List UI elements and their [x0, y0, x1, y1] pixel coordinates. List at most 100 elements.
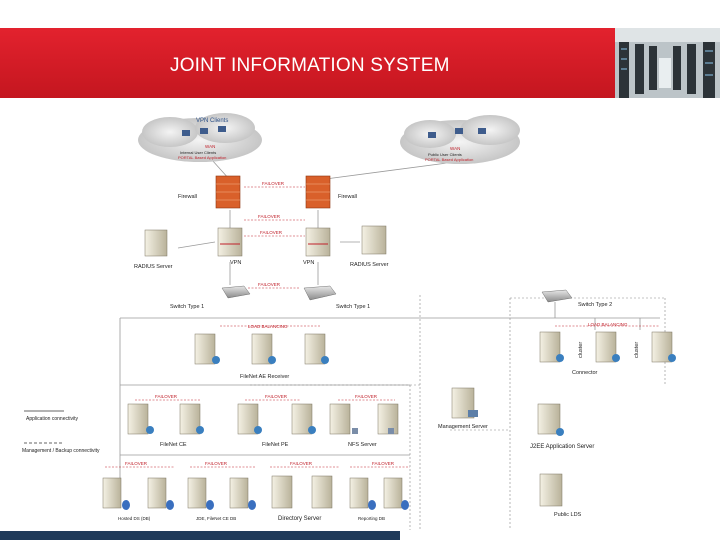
load-balancing-label: LOAD BALANCING — [588, 322, 628, 327]
laptop-icon — [200, 128, 208, 134]
database-icon — [122, 500, 130, 510]
cluster-label: cluster — [578, 342, 584, 358]
radius-server-right: RADIUS Server — [350, 225, 389, 268]
public-clients-cloud: WAN Public User Clients PORTAL Based App… — [400, 115, 520, 164]
laptop-icon — [428, 132, 436, 138]
cloud-line2: PORTAL Based Application — [425, 157, 473, 162]
failover-label: FAILOVER — [205, 461, 228, 466]
failover-label: FAILOVER — [372, 461, 395, 466]
directory-group: Directory Server — [271, 475, 333, 522]
switch-icon — [303, 285, 337, 301]
monitor-icon — [468, 410, 478, 417]
server-icon — [651, 331, 673, 363]
footer-bar — [0, 531, 400, 540]
database-icon — [401, 500, 409, 510]
radius-server-left: RADIUS Server — [134, 229, 173, 270]
page-title: JOINT INFORMATION SYSTEM — [170, 55, 450, 76]
jde-filenet-group: JDE, FileNet CE DB — [187, 477, 256, 521]
globe-icon — [212, 356, 220, 364]
globe-icon — [308, 426, 316, 434]
directory-label: Directory Server — [278, 516, 321, 522]
switch-icon — [221, 285, 251, 299]
failover-label: FAILOVER — [258, 282, 281, 287]
legend: Application connectivity Management / Ba… — [22, 410, 100, 454]
firewall-right: Firewall — [305, 175, 357, 209]
server-icon — [537, 403, 561, 435]
connector-cluster: cluster cluster Connector — [539, 331, 676, 376]
cloud-line1: Public User Clients — [428, 152, 462, 157]
globe-icon — [612, 354, 620, 362]
server-icon — [187, 477, 207, 509]
globe-icon — [196, 426, 204, 434]
j2ee-label: J2EE Application Server — [530, 444, 594, 450]
filenet-ce-group: FileNet CE — [127, 403, 204, 448]
nfs-group: NFS Server — [329, 403, 399, 448]
server-icon — [539, 331, 561, 363]
server-icon — [147, 477, 167, 509]
globe-icon — [668, 354, 676, 362]
server-icon — [144, 229, 168, 257]
title-banner — [0, 28, 615, 98]
globe-icon — [556, 428, 564, 436]
jde-filenet-label: JDE, FileNet CE DB — [196, 516, 236, 521]
connector-label: Connector — [572, 370, 598, 376]
failover-label: FAILOVER — [290, 461, 313, 466]
hosted-ds-group: Hosted DS (DB) — [102, 477, 174, 521]
storage-icon — [352, 428, 358, 434]
cloud-line1: Internal User Clients — [180, 150, 216, 155]
cluster-label: cluster — [634, 342, 640, 358]
vpn-left-label: VPN — [230, 260, 241, 266]
management-label: Management Server — [438, 424, 488, 430]
legend-app-label: Application connectivity — [26, 416, 78, 422]
failover-label: FAILOVER — [125, 461, 148, 466]
switch-right-label: Switch Type 2 — [578, 302, 612, 308]
database-icon — [166, 500, 174, 510]
server-icon — [271, 475, 293, 509]
datacenter-photo — [615, 28, 720, 98]
firewall-left: Firewall — [178, 175, 241, 209]
globe-icon — [321, 356, 329, 364]
j2ee-server: J2EE Application Server — [530, 403, 594, 450]
reporting-group: Reporting DB — [349, 477, 409, 521]
server-icon — [237, 403, 259, 435]
nfs-label: NFS Server — [348, 442, 377, 448]
failover-label: FAILOVER — [258, 214, 281, 219]
failover-label: FAILOVER — [155, 394, 178, 399]
storage-icon — [388, 428, 394, 434]
vpn-right-label: VPN — [303, 260, 314, 266]
filenet-ae-label: FileNet AE Receiver — [240, 374, 289, 380]
server-icon — [311, 475, 333, 509]
globe-icon — [268, 356, 276, 364]
public-lds-label: Public LDS — [554, 512, 582, 518]
firewall-right-label: Firewall — [338, 194, 357, 200]
server-icon — [127, 403, 149, 435]
database-icon — [206, 500, 214, 510]
database-icon — [368, 500, 376, 510]
globe-icon — [254, 426, 262, 434]
legend-mgmt-label: Management / Backup connectivity — [22, 448, 100, 454]
failover-label: FAILOVER — [260, 230, 283, 235]
server-icon — [179, 403, 201, 435]
hosted-ds-label: Hosted DS (DB) — [118, 516, 151, 521]
globe-icon — [556, 354, 564, 362]
load-balancing-label: LOAD BALANCING — [248, 324, 288, 329]
network-diagram: VPN Clients WAN Internal User Clients PO… — [22, 113, 676, 530]
server-icon — [229, 477, 249, 509]
filenet-pe-group: FileNet PE — [237, 403, 316, 448]
vpn-concentrator-icon — [217, 227, 243, 257]
filenet-ae-group: FileNet AE Receiver — [194, 333, 329, 380]
switch-right: Switch Type 2 — [541, 289, 612, 308]
server-icon — [361, 225, 387, 255]
laptop-icon — [182, 130, 190, 136]
server-icon — [304, 333, 326, 365]
laptop-icon — [455, 128, 463, 134]
cloud-wan-label: WAN — [205, 144, 215, 149]
switch-icon — [541, 289, 573, 303]
switch-left-label: Switch Type 1 — [170, 304, 204, 310]
server-icon — [102, 477, 122, 509]
reporting-label: Reporting DB — [358, 516, 385, 521]
cloud-title: VPN Clients — [196, 118, 228, 124]
cloud-line2: PORTAL Based Application — [178, 155, 226, 160]
vpn-clients-cloud: VPN Clients WAN Internal User Clients PO… — [138, 113, 262, 162]
database-icon — [248, 500, 256, 510]
